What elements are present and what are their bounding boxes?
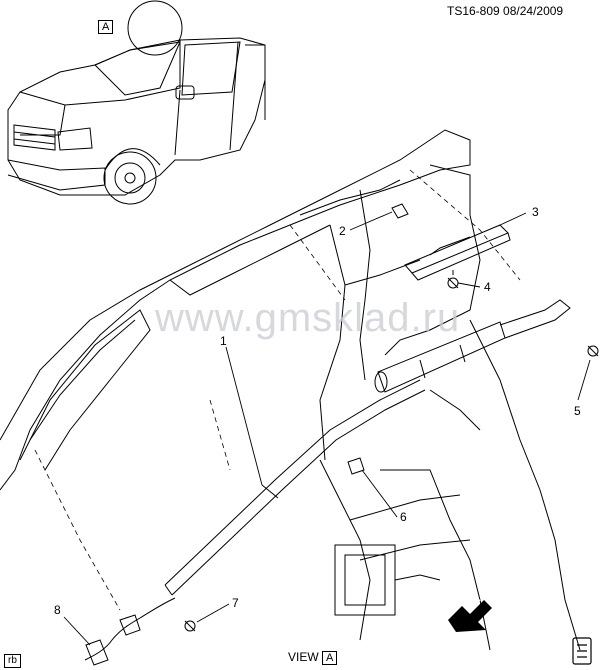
callout-3: 3 bbox=[532, 205, 539, 219]
roof-rail-structure bbox=[0, 129, 581, 651]
watermark-text: www.gmsklad.ru bbox=[155, 296, 461, 340]
leader-2 bbox=[349, 211, 393, 231]
view-label-prefix: VIEW bbox=[288, 650, 319, 664]
curtain-airbag-module bbox=[84, 299, 571, 661]
leader-lines bbox=[63, 211, 591, 646]
leader-5 bbox=[577, 359, 591, 401]
front-arrow bbox=[448, 600, 492, 632]
view-label-letter: A bbox=[322, 651, 338, 665]
view-label: VIEW A bbox=[288, 650, 338, 665]
diagram-date: 08/24/2009 bbox=[503, 4, 564, 18]
callout-8: 8 bbox=[54, 603, 61, 617]
leader-7 bbox=[196, 603, 230, 623]
airbag-bracket bbox=[391, 203, 511, 281]
callout-7: 7 bbox=[232, 596, 239, 610]
leader-3 bbox=[497, 212, 527, 227]
leader-6 bbox=[361, 469, 398, 518]
truck-illustration bbox=[7, 0, 266, 205]
leader-4 bbox=[457, 282, 481, 288]
fasteners bbox=[85, 270, 599, 666]
leader-8 bbox=[63, 616, 91, 646]
dashed-guide-lines bbox=[34, 169, 521, 611]
callout-2: 2 bbox=[339, 224, 346, 238]
callout-5: 5 bbox=[574, 404, 581, 418]
footer-tag: rb bbox=[4, 654, 21, 668]
diagram-code: TS16-809 08/24/2009 bbox=[447, 4, 564, 18]
document-icon bbox=[572, 637, 592, 665]
callout-1: 1 bbox=[220, 334, 227, 348]
view-marker-top: A bbox=[98, 20, 114, 34]
leader-1 bbox=[225, 346, 263, 486]
callout-6: 6 bbox=[400, 510, 407, 524]
callout-4: 4 bbox=[484, 280, 491, 294]
